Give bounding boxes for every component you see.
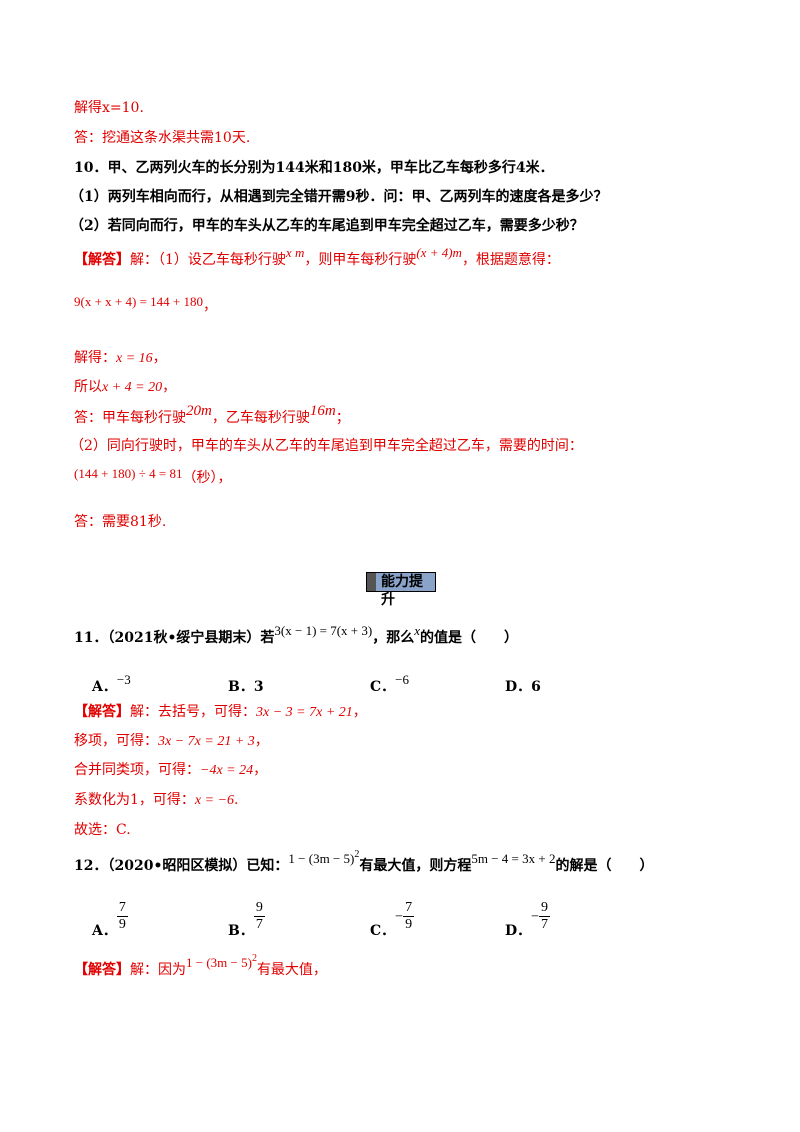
q10-stem: 10．甲、乙两列火车的长分别为144米和180米，甲车比乙车每秒多行4米．	[74, 160, 554, 176]
q10-part1: （1）两列车相向而行，从相遇到完全错开需9秒．问：甲、乙两列车的速度各是多少？	[70, 189, 608, 205]
solve-line-top: 解得x=10.	[74, 100, 144, 116]
q11-step-3: 合并同类项，可得：−4x = 24，	[74, 762, 268, 778]
q11-option-d[interactable]: D．6	[505, 679, 541, 695]
solution-tag: 【解答】	[74, 252, 130, 268]
q12-solution: 【解答】解：因为1 − (3m − 5)2有最大值，	[74, 953, 327, 978]
math-expr: (x + 4)m	[416, 245, 462, 260]
q10-answer-2: 答：需要81秒.	[74, 514, 167, 530]
section-badge-label: 能力提升	[381, 574, 423, 608]
q11-stem: 11．（2021秋•绥宁县期末）若3(x − 1) = 7(x + 3)，那么x…	[74, 623, 518, 646]
math-expr: 1 − (3m − 5)	[288, 851, 355, 866]
q11-option-a[interactable]: A．−3	[92, 672, 131, 695]
q11-option-c[interactable]: C．−6	[370, 672, 409, 695]
q11-choice: 故选：C.	[74, 822, 131, 838]
q10-part2-solution: （2）同向行驶时，甲车的车头从乙车的车尾追到甲车完全超过乙车，需要的时间：	[70, 438, 583, 454]
q10-answer-1: 答：甲车每秒行驶20m，乙车每秒行驶16m；	[74, 403, 350, 426]
q10-so: 所以x + 4 = 20，	[74, 379, 177, 395]
badge-bar	[367, 573, 376, 591]
solution-tag: 【解答】	[74, 704, 130, 720]
q10-solution-intro: 【解答】解：（1）设乙车每秒行驶x m，则甲车每秒行驶(x + 4)m，根据题意…	[74, 245, 560, 268]
q11-option-b[interactable]: B．3	[228, 679, 264, 695]
q12-stem: 12．（2020•昭阳区模拟）已知：1 − (3m − 5)2有最大值，则方程5…	[74, 849, 654, 874]
q10-equation-1: 9(x + x + 4) = 144 + 180，	[74, 294, 217, 314]
q10-solve: 解得：x = 16，	[74, 350, 167, 366]
q10-part2: （2）若同向而行，甲车的车头从乙车的车尾追到甲车完全超过乙车，需要多少秒？	[70, 218, 584, 234]
math-expr: 5m − 4 = 3x + 2	[471, 851, 556, 866]
answer-line-top: 答：挖通这条水渠共需10天.	[74, 130, 251, 146]
q11-step-2: 移项，可得：3x − 7x = 21 + 3，	[74, 733, 269, 749]
math-var: x m	[285, 245, 305, 260]
math-expr: 3(x − 1) = 7(x + 3)	[274, 623, 373, 638]
q11-step-4: 系数化为1，可得：x = −6.	[74, 792, 239, 808]
q10-equation-2: (144 + 180) ÷ 4 = 81（秒），	[74, 466, 232, 486]
solution-tag: 【解答】	[74, 962, 130, 978]
math-var: x	[414, 623, 420, 638]
q11-step-1: 【解答】解：去括号，可得：3x − 3 = 7x + 21，	[74, 704, 367, 720]
section-badge: 能力提升	[366, 572, 436, 608]
